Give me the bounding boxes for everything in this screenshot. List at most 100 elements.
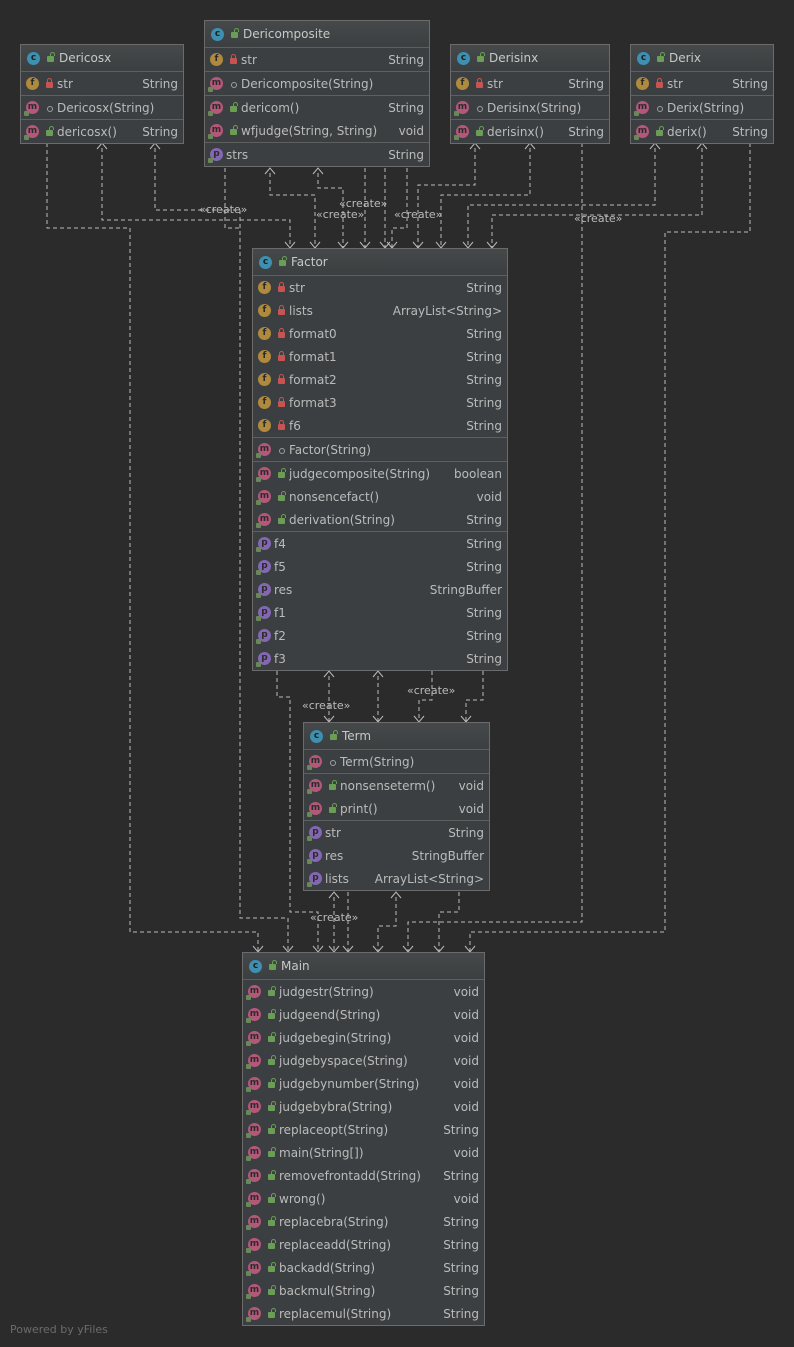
member-name: removefrontadd(String): [279, 1168, 421, 1183]
method-icon: m: [246, 1215, 261, 1230]
class-header: c Factor: [253, 249, 507, 276]
member-type: String: [443, 1237, 479, 1252]
member-type: String: [466, 395, 502, 410]
public-visibility-icon: [267, 1215, 276, 1227]
private-visibility-icon: [229, 53, 238, 65]
class-icon: c: [211, 27, 224, 41]
member-name: res: [325, 848, 344, 863]
member-name: str: [289, 280, 305, 295]
property-icon: p: [307, 826, 322, 841]
member-type: void: [453, 1007, 479, 1022]
class-name: Dericomposite: [243, 27, 331, 41]
property-icon: p: [256, 652, 271, 667]
public-visibility-icon: [267, 1123, 276, 1135]
method-icon: m: [24, 125, 39, 140]
field-icon: f: [456, 77, 469, 90]
private-visibility-icon: [277, 350, 286, 362]
dependency-edge: [467, 148, 656, 248]
class-icon: c: [27, 51, 40, 65]
field-icon: f: [258, 419, 271, 432]
property-icon: p: [256, 629, 271, 644]
member-name: str: [325, 825, 341, 840]
member-name: dericom(): [241, 100, 300, 115]
member-type: String: [443, 1306, 479, 1321]
method-icon: m: [246, 1123, 261, 1138]
member-type: String: [732, 124, 768, 139]
member-name: Term(String): [340, 754, 415, 769]
member-type: String: [466, 651, 502, 666]
member-type: String: [466, 512, 502, 527]
member-name: f4: [274, 536, 286, 551]
class-name: Term: [342, 729, 372, 743]
property-icon: p: [307, 872, 322, 887]
